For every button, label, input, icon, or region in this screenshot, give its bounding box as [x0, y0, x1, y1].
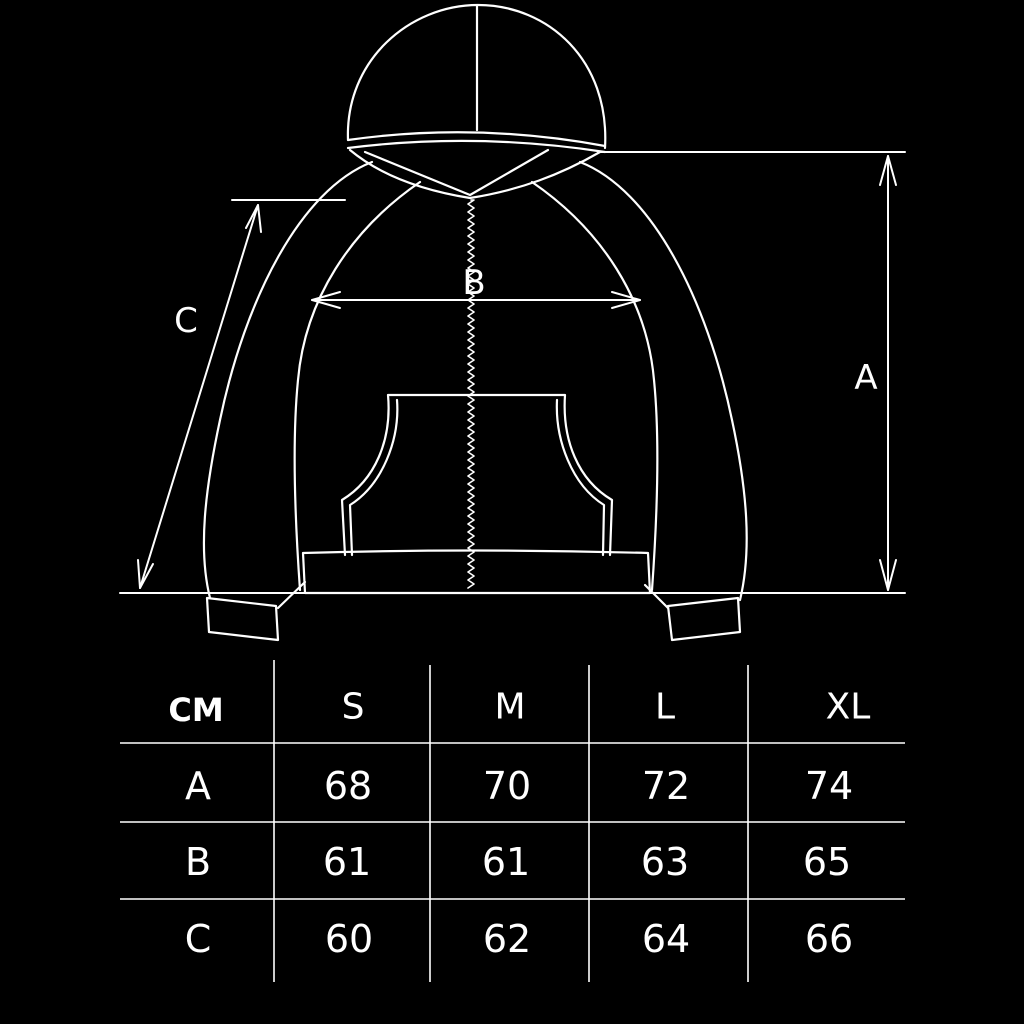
table-cell: 72: [641, 764, 691, 808]
pocket: [340, 393, 614, 557]
measure-a: [119, 151, 906, 594]
label-b: B: [462, 263, 486, 303]
table-cell: 61: [481, 840, 531, 884]
table-cell: 64: [641, 917, 691, 961]
row-label: A: [185, 764, 211, 808]
table-cell: 74: [804, 764, 854, 808]
table-cell: 61: [322, 840, 372, 884]
size-header: L: [654, 686, 676, 728]
size-table-grid: [120, 660, 905, 982]
table-cell: 70: [482, 764, 532, 808]
left-sleeve: [202, 160, 422, 610]
right-sleeve: [530, 160, 748, 610]
row-label: C: [184, 917, 212, 961]
table-cell: 62: [482, 917, 532, 961]
label-c: C: [174, 301, 198, 341]
hem: [301, 549, 652, 595]
table-cell: 60: [324, 917, 374, 961]
hood: [346, 3, 607, 200]
size-header: M: [494, 686, 526, 728]
size-header: S: [341, 686, 365, 728]
label-a: A: [854, 358, 878, 398]
unit-header: CM: [168, 691, 224, 729]
row-label: B: [184, 840, 212, 884]
cuffs: [205, 596, 742, 642]
table-cell: 63: [640, 840, 690, 884]
table-cell: 66: [804, 917, 854, 961]
measure-b: [311, 291, 641, 309]
table-cell: 65: [802, 840, 852, 884]
measure-c: [137, 199, 346, 589]
size-header: XL: [825, 686, 871, 728]
table-cell: 68: [323, 764, 373, 808]
zipper: [467, 199, 475, 589]
